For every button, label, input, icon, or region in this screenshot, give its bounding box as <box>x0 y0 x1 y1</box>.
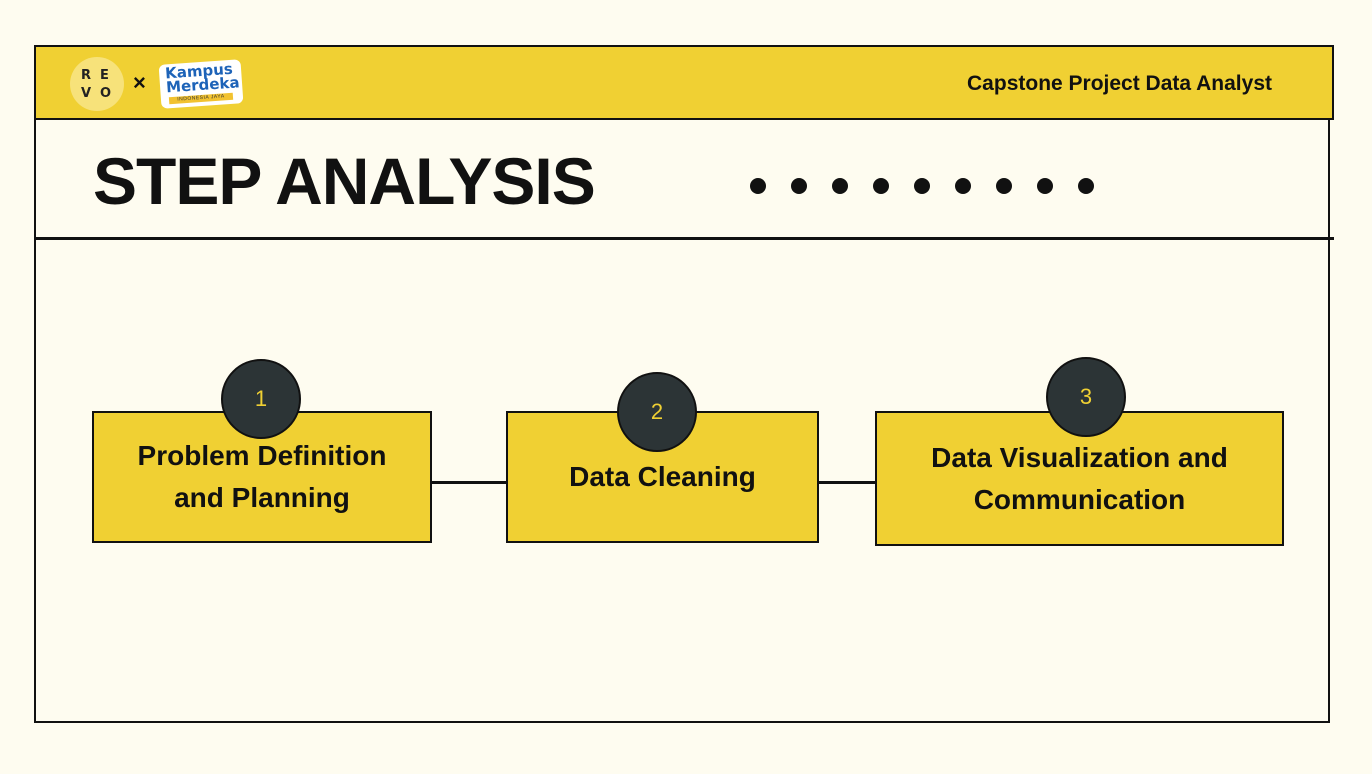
header-title: Capstone Project Data Analyst <box>967 72 1272 95</box>
decorative-dot <box>791 178 807 194</box>
decorative-dot <box>750 178 766 194</box>
decorative-dot <box>914 178 930 194</box>
step-label-3-line2: Communication <box>973 483 1186 515</box>
title-divider <box>34 237 1334 240</box>
step-number-1: 1 <box>221 359 301 439</box>
logo-letter-r: R <box>81 68 92 83</box>
logo-letter-o: O <box>100 86 112 101</box>
step-label-1-line2: and Planning <box>174 482 350 513</box>
decorative-dot <box>955 178 971 194</box>
step-number-3: 3 <box>1046 357 1126 437</box>
step-label-2-line1: Data Cleaning <box>569 461 756 492</box>
step-label-2: Data Cleaning <box>569 456 756 498</box>
header-bar <box>34 45 1334 120</box>
decorative-dot <box>996 178 1012 194</box>
page-title: STEP ANALYSIS <box>93 144 596 218</box>
logo-letter-e: E <box>100 68 109 83</box>
logo-letter-v: V <box>81 86 92 101</box>
decorative-dot <box>1037 178 1053 194</box>
decorative-dot <box>832 178 848 194</box>
decorative-dot <box>873 178 889 194</box>
step-number-2: 2 <box>617 372 697 452</box>
connector-2-3 <box>817 481 877 484</box>
logo-separator: × <box>133 70 146 95</box>
revo-logo: R E V O <box>70 57 124 111</box>
step-label-3: Data Visualization and Communication <box>931 437 1228 521</box>
step-label-3-line1: Data Visualization and <box>931 441 1228 473</box>
kampus-merdeka-logo: Kampus Merdeka INDONESIA JAYA <box>158 59 244 109</box>
step-label-1: Problem Definition and Planning <box>138 435 387 519</box>
decorative-dot <box>1078 178 1094 194</box>
step-label-1-line1: Problem Definition <box>137 440 387 471</box>
decorative-dots <box>750 178 1100 194</box>
connector-1-2 <box>430 481 508 484</box>
